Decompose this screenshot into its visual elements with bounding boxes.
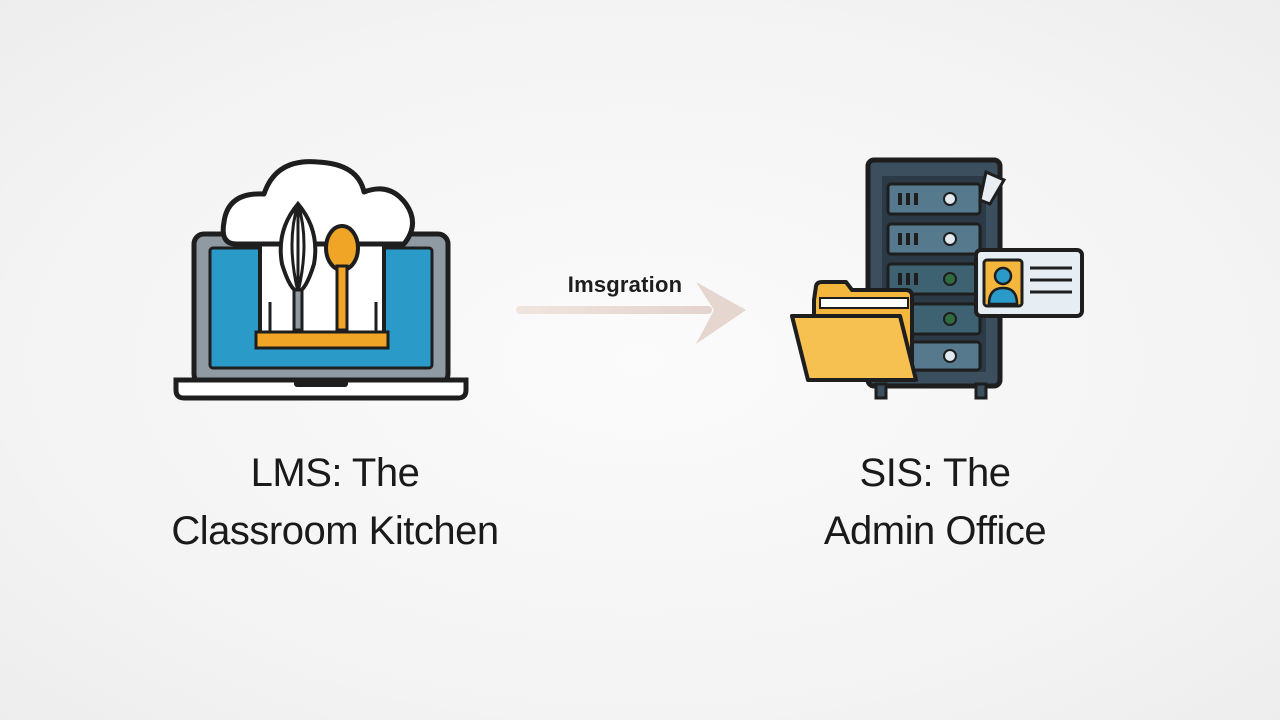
sis-server-folder-icon <box>790 157 1084 400</box>
sis-node-label: SIS: The Admin Office <box>730 444 1140 560</box>
lms-laptop-kitchen-icon <box>173 159 469 401</box>
lms-title-line2: Classroom Kitchen <box>171 509 499 553</box>
folder-icon <box>790 280 918 382</box>
laptop-base <box>173 377 469 401</box>
sis-title-line2: Admin Office <box>823 509 1047 553</box>
integration-arrow <box>516 282 746 344</box>
integration-label: Imsgration <box>567 272 683 297</box>
cloud-icon <box>220 159 415 247</box>
kitchen-shelf <box>254 330 390 350</box>
sis-title-line1: SIS: The <box>859 451 1011 495</box>
id-card-icon <box>974 248 1084 318</box>
lms-title-line1: LMS: The <box>250 451 420 495</box>
spoon-icon <box>324 224 360 332</box>
lms-node-label: LMS: The Classroom Kitchen <box>120 444 550 560</box>
laptop-hinge <box>294 380 348 387</box>
whisk-icon <box>278 200 318 332</box>
kitchen-window <box>258 232 386 336</box>
